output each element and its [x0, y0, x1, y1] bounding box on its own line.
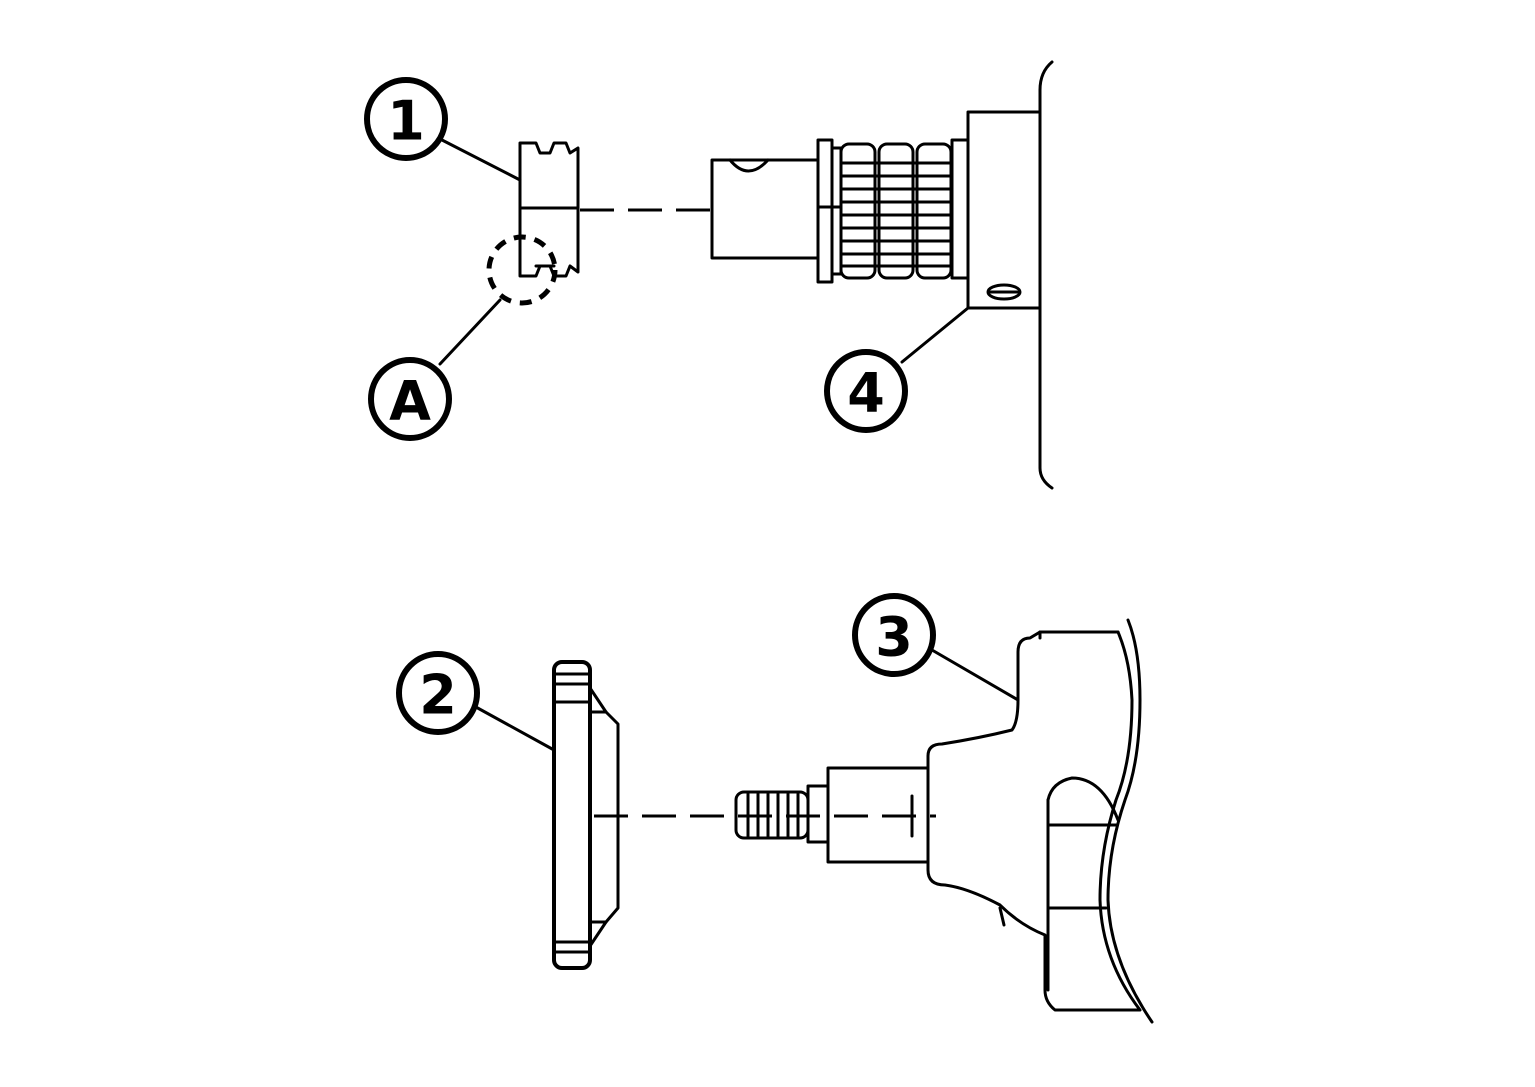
flange-collar: [816, 138, 843, 284]
callout-3-label: 3: [875, 606, 913, 669]
mounting-block: [950, 110, 1042, 310]
leader-a: [438, 298, 502, 366]
knurled-rings: [839, 142, 953, 280]
shaft: [710, 158, 820, 260]
callout-a: A: [368, 357, 452, 441]
callout-a-label: A: [389, 370, 431, 433]
part-1-clip: [518, 141, 580, 278]
detail-a-circle: [486, 234, 558, 306]
leader-2: [472, 704, 556, 752]
callout-4: 4: [824, 349, 908, 433]
part-3-handle: [926, 618, 1154, 1024]
callout-3: 3: [852, 593, 936, 677]
callout-1: 1: [364, 77, 448, 161]
callout-1-label: 1: [387, 90, 425, 153]
leader-4: [900, 306, 970, 364]
callout-4-label: 4: [847, 362, 885, 425]
callout-2-label: 2: [419, 664, 457, 727]
threaded-stud: [734, 784, 830, 844]
leader-3: [930, 648, 1020, 702]
leader-1: [440, 138, 522, 182]
panel-edge: [1038, 60, 1054, 490]
callout-2: 2: [396, 651, 480, 735]
